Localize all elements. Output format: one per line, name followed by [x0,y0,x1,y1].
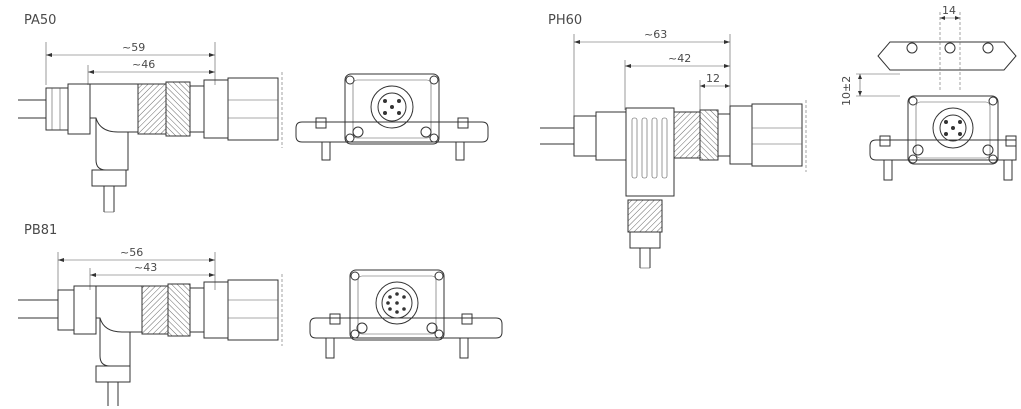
pb81-group: PB81 ~56 ~43 [18,223,503,406]
ph60-flange-view: 14 10±2 [840,4,1017,106]
ph60-side-view [540,100,807,269]
ph60-dim-pitch: 14 [942,4,956,17]
pb81-dim-overall: ~56 [120,246,143,259]
ph60-dimensions: ~63 ~42 12 [573,28,731,120]
ph60-dim-tip: 12 [706,72,720,85]
pb81-dim-body: ~43 [134,261,157,274]
pa50-front-view [295,73,489,161]
pb81-front-view [309,269,503,359]
ph60-dim-overall: ~63 [644,28,667,41]
pa50-dimensions: ~59 ~46 [45,41,216,85]
pa50-side-view [18,72,283,213]
pa50-dim-body: ~46 [132,58,155,71]
pa50-dim-overall: ~59 [122,41,145,54]
pa50-title: PA50 [24,13,56,28]
ph60-dim-offset: 10±2 [840,76,853,106]
ph60-group: PH60 ~63 ~42 12 [540,4,1017,269]
pb81-side-view [18,274,283,406]
pb81-dimensions: ~56 ~43 [57,246,216,290]
ph60-dim-body: ~42 [668,52,691,65]
pa50-group: PA50 ~59 ~46 [18,13,489,213]
ph60-front-view [869,95,1017,181]
ph60-title: PH60 [548,13,582,28]
pb81-title: PB81 [24,223,57,238]
